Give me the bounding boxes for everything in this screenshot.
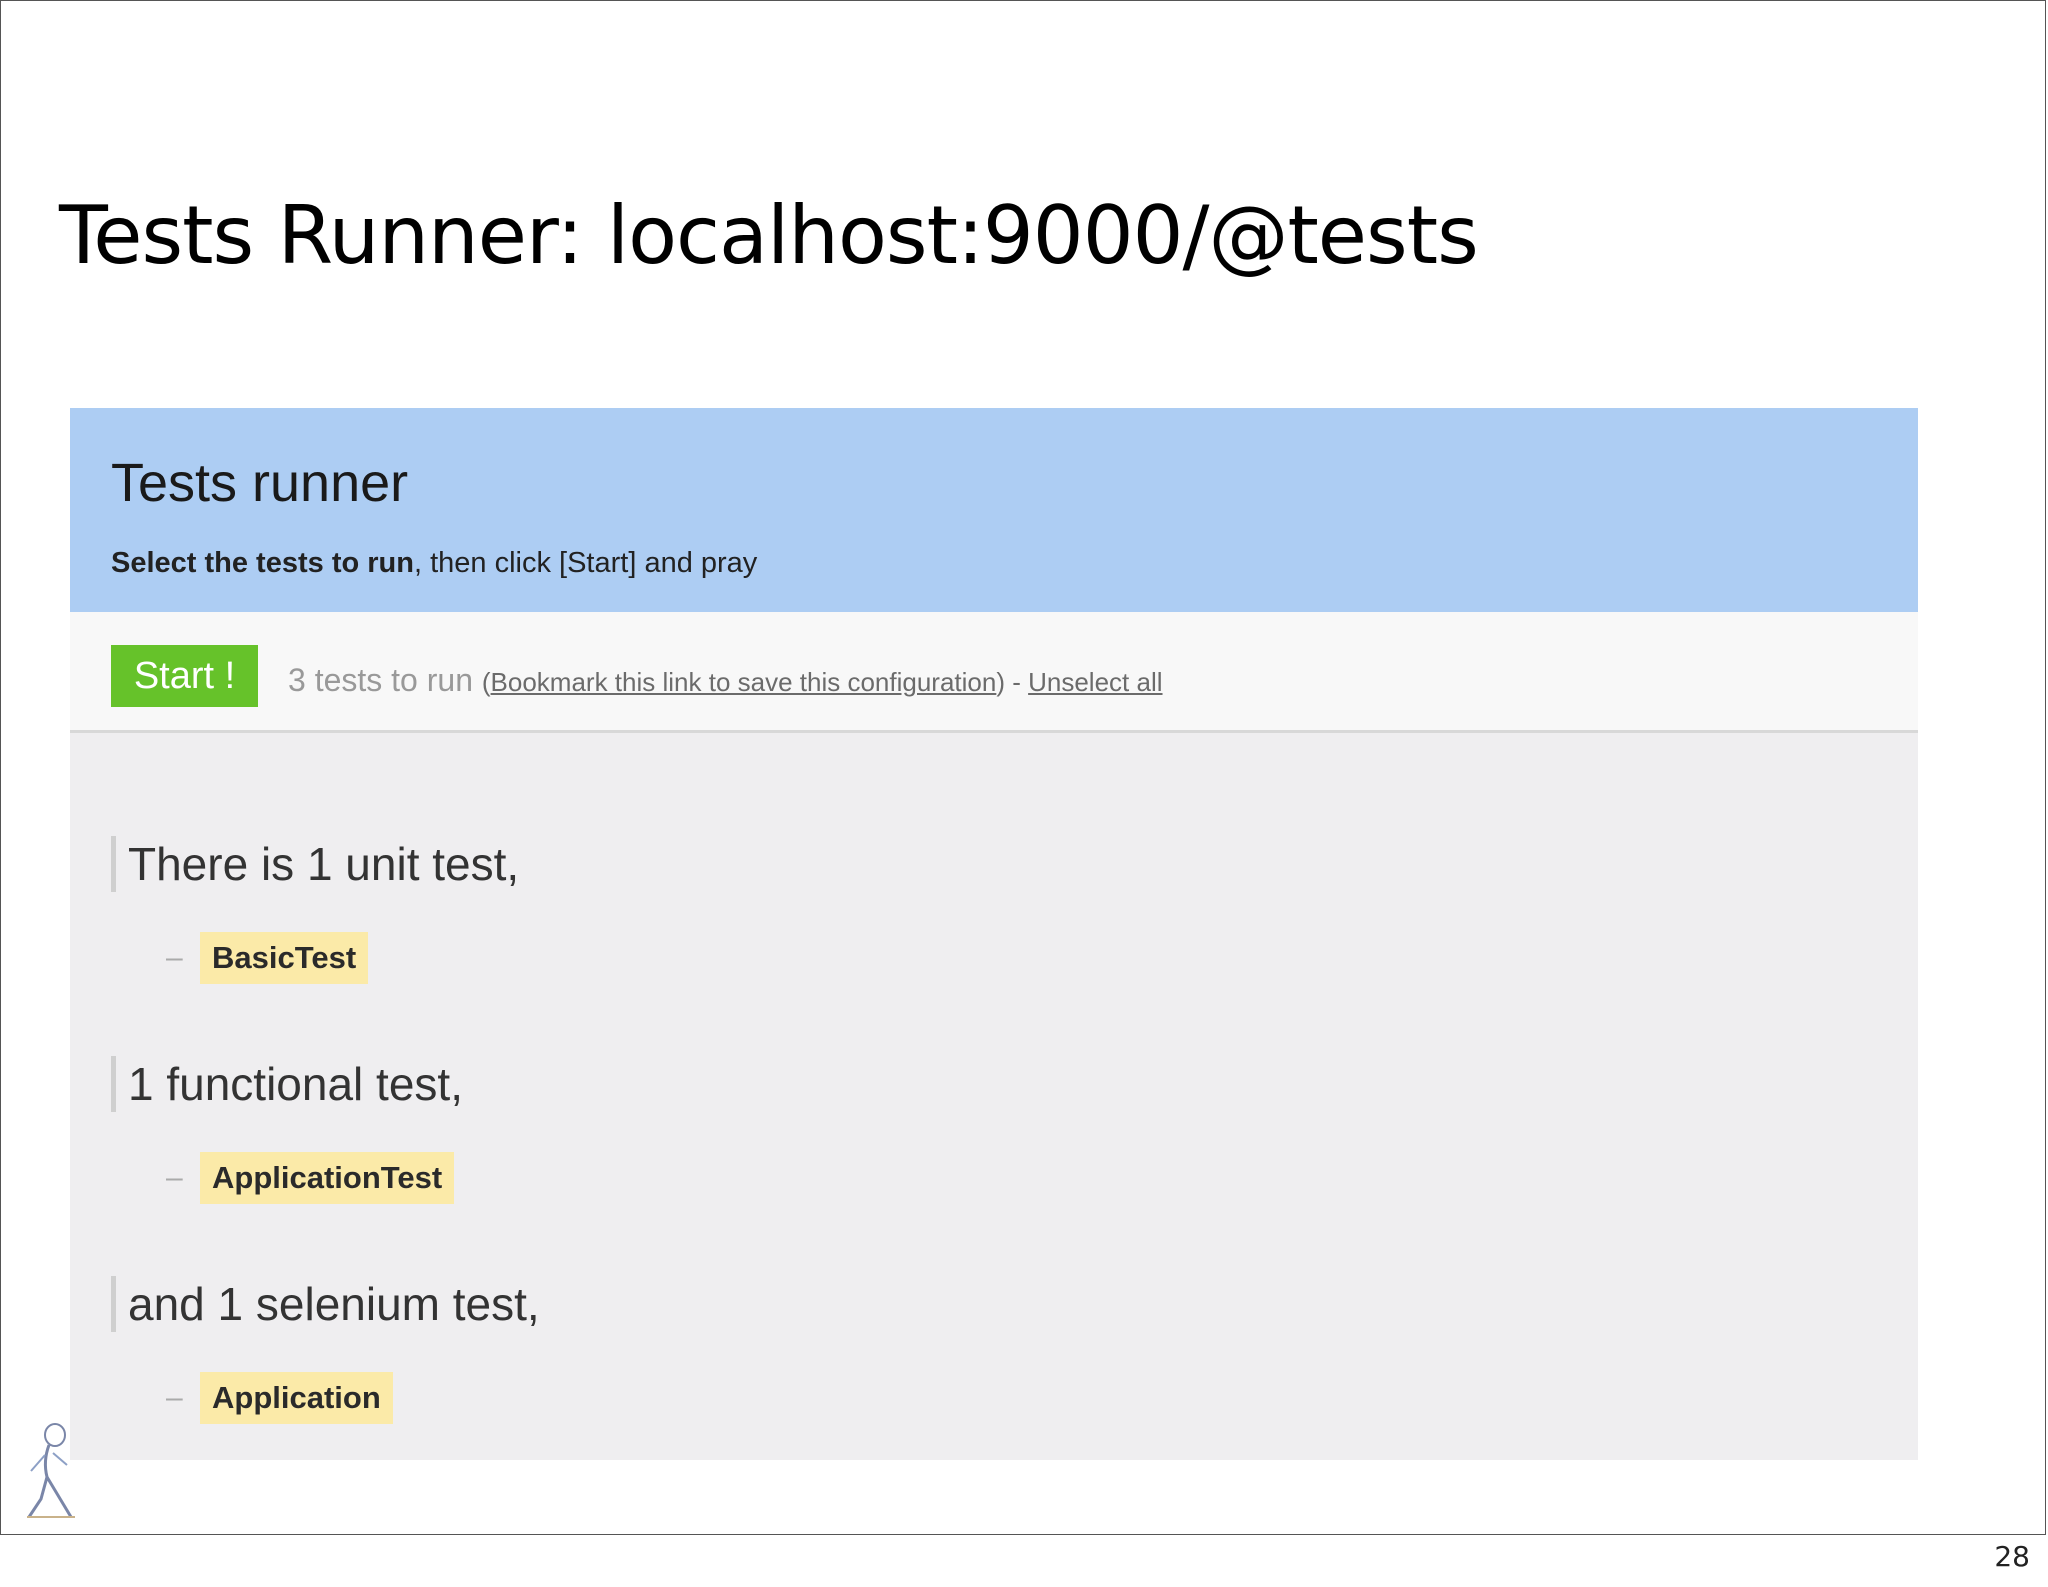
bookmark-wrapper: (Bookmark this link to save this configu… xyxy=(482,667,1163,697)
unselect-all-link[interactable]: Unselect all xyxy=(1028,667,1163,697)
page-number: 28 xyxy=(1994,1540,2030,1573)
runner-subtitle-bold: Select the tests to run xyxy=(111,547,414,579)
list-item[interactable]: –BasicTest xyxy=(166,932,369,984)
group-heading: and 1 selenium test, xyxy=(111,1276,1811,1332)
test-group-selenium: and 1 selenium test, –Application xyxy=(111,1276,1811,1424)
test-name-badge[interactable]: ApplicationTest xyxy=(200,1152,455,1204)
list-item[interactable]: –ApplicationTest xyxy=(166,1152,455,1204)
bookmark-link[interactable]: Bookmark this link to save this configur… xyxy=(490,667,997,697)
list-dash: – xyxy=(166,1161,183,1194)
group-heading: 1 functional test, xyxy=(111,1056,1811,1112)
list-dash: – xyxy=(166,941,183,974)
slide: Tests Runner: localhost:9000/@tests Test… xyxy=(0,0,2046,1535)
runner-subtitle-rest: , then click [Start] and pray xyxy=(413,547,758,579)
bookmark-open-paren: ( xyxy=(481,667,491,697)
test-group-unit: There is 1 unit test, –BasicTest xyxy=(111,836,1811,984)
slide-title: Tests Runner: localhost:9000/@tests xyxy=(59,189,1479,282)
list-item[interactable]: –Application xyxy=(166,1372,393,1424)
runner-subtitle: Select the tests to run, then click [Sta… xyxy=(111,547,757,580)
test-name-badge[interactable]: Application xyxy=(200,1372,393,1424)
bookmark-close-paren: ) - xyxy=(996,667,1029,697)
toolbar: Start ! 3 tests to run (Bookmark this li… xyxy=(70,612,1918,733)
group-heading: There is 1 unit test, xyxy=(111,836,1811,892)
toolbar-text: 3 tests to run (Bookmark this link to sa… xyxy=(288,662,1163,699)
runner-header: Tests runner Select the tests to run, th… xyxy=(70,408,1918,612)
play-framework-logo-icon xyxy=(27,1423,75,1518)
start-button[interactable]: Start ! xyxy=(111,645,258,707)
test-group-functional: 1 functional test, –ApplicationTest xyxy=(111,1056,1811,1204)
runner-title: Tests runner xyxy=(111,453,409,513)
list-dash: – xyxy=(166,1381,183,1414)
test-name-badge[interactable]: BasicTest xyxy=(200,932,369,984)
tests-count: 3 tests to run xyxy=(288,662,473,698)
tests-runner-screenshot: Tests runner Select the tests to run, th… xyxy=(70,408,1918,1460)
